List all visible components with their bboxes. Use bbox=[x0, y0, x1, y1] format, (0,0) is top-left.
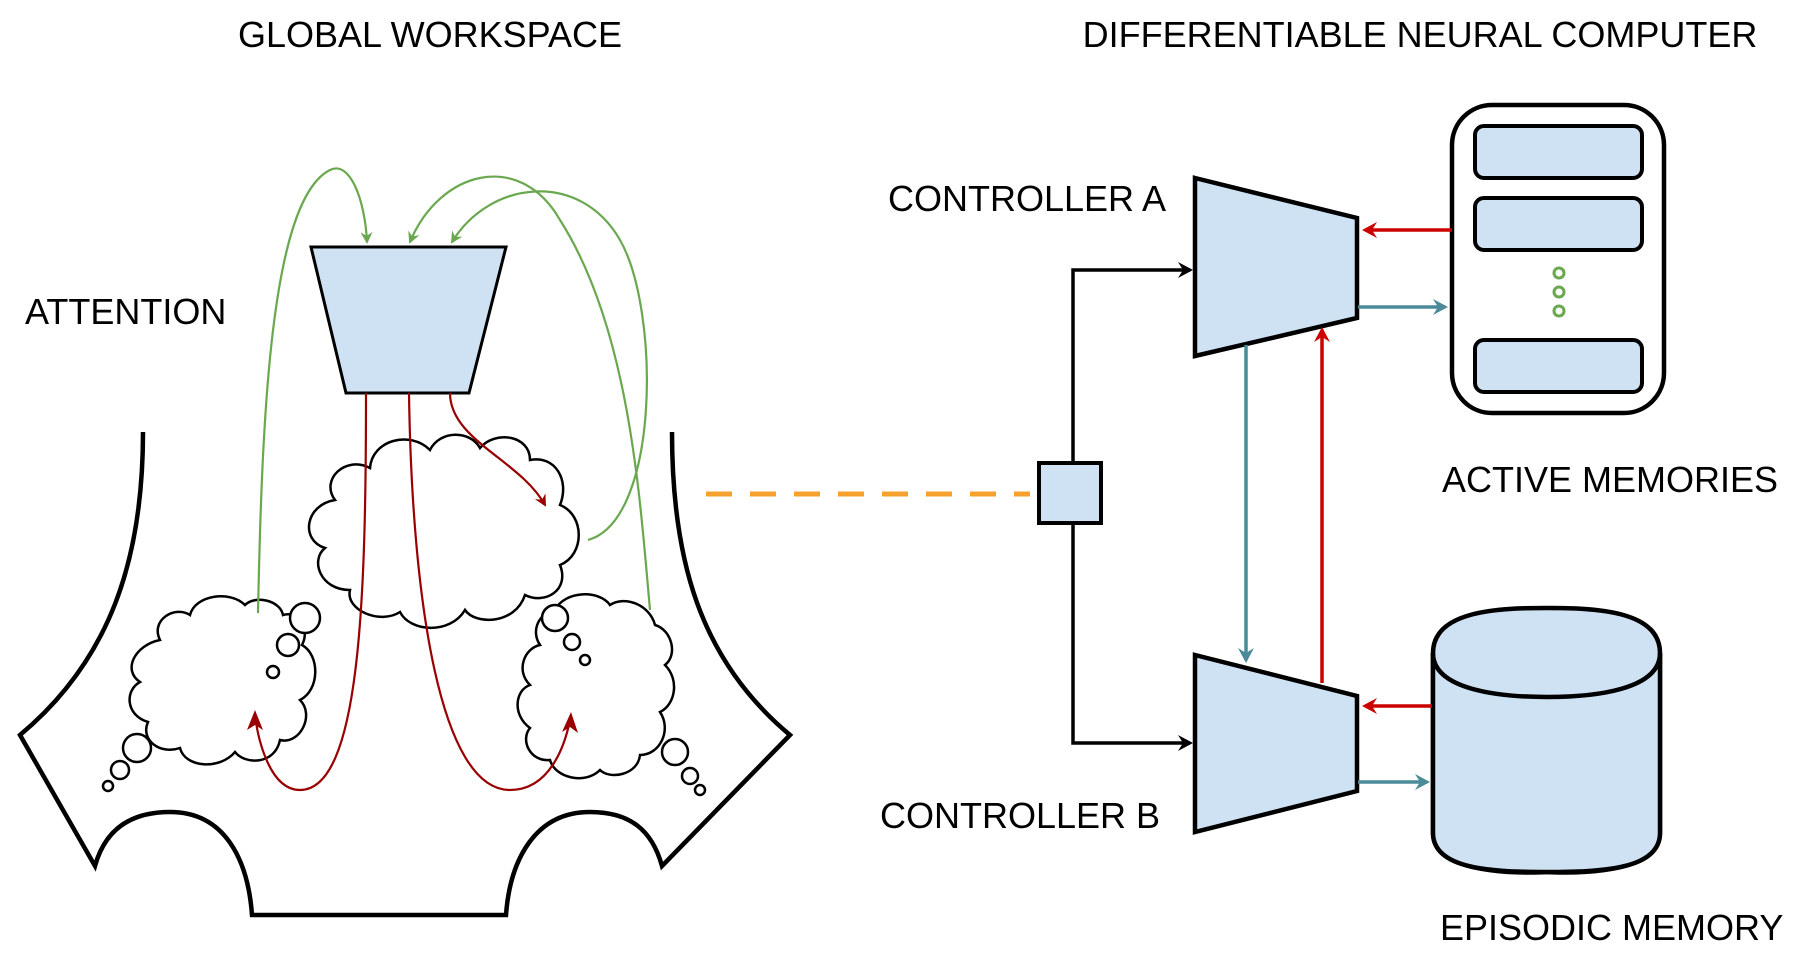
ellipsis-dot bbox=[1552, 304, 1566, 318]
thought-cloud-left bbox=[101, 595, 322, 793]
controller-a bbox=[1192, 175, 1360, 359]
label-controller-a: CONTROLLER A bbox=[888, 178, 1166, 219]
controller-b bbox=[1192, 652, 1360, 835]
label-active-memories: ACTIVE MEMORIES bbox=[1442, 459, 1778, 500]
arrow-to-controller-b bbox=[1071, 523, 1193, 751]
dark-red-arrowhead-right bbox=[562, 712, 578, 733]
dark-red-line-to-right-cloud bbox=[407, 392, 572, 792]
workspace-container bbox=[17, 431, 794, 918]
thought-cloud-center bbox=[307, 433, 580, 630]
ellipsis-dot bbox=[1552, 266, 1566, 280]
episodic-memory-cylinder bbox=[1430, 605, 1663, 875]
memory-slot-1 bbox=[1473, 124, 1644, 180]
green-arrow-center-cloud-to-attention bbox=[450, 190, 648, 542]
title-global-workspace: GLOBAL WORKSPACE bbox=[238, 14, 622, 55]
green-arrow-right-cloud-to-attention bbox=[408, 175, 652, 611]
green-arrow-left-cloud-to-attention bbox=[256, 167, 373, 614]
active-memories-panel bbox=[1449, 102, 1667, 416]
attention-module bbox=[309, 245, 508, 395]
thought-cloud-right bbox=[516, 593, 707, 797]
dark-red-arrow-to-center-cloud bbox=[448, 392, 546, 507]
title-dnc: DIFFERENTIABLE NEURAL COMPUTER bbox=[1083, 14, 1758, 55]
junction-box bbox=[1037, 461, 1103, 525]
label-episodic-memory: EPISODIC MEMORY bbox=[1440, 907, 1783, 948]
dark-red-line-to-left-cloud bbox=[253, 392, 368, 792]
memory-slot-3 bbox=[1473, 338, 1644, 394]
arrow-to-controller-a bbox=[1071, 262, 1193, 463]
label-attention: ATTENTION bbox=[25, 291, 226, 332]
dark-red-arrowhead-left bbox=[247, 710, 263, 730]
label-controller-b: CONTROLLER B bbox=[880, 795, 1160, 836]
memory-slot-2 bbox=[1473, 196, 1644, 252]
ellipsis-dot bbox=[1552, 285, 1566, 299]
